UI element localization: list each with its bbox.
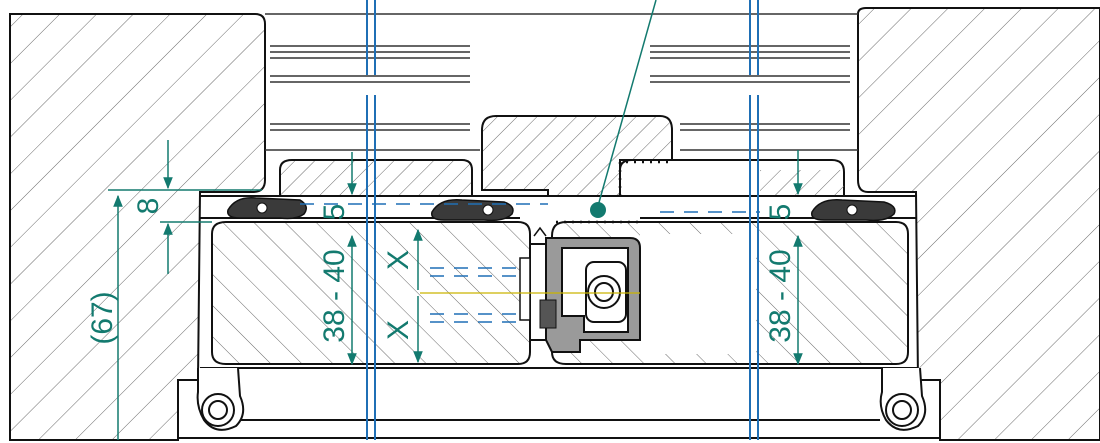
- left-outer-gasket: [227, 197, 307, 220]
- dimension-lines: [108, 140, 803, 440]
- centerlines: [366, 0, 759, 440]
- dim-left-thickness: 38 - 40: [318, 249, 351, 342]
- center-hinge-mechanism: [519, 226, 641, 353]
- hinge-left: [196, 367, 245, 431]
- dim-left-x-upper: X: [382, 250, 415, 270]
- frame-face-lines: [265, 13, 858, 151]
- dim-right-thickness: 38 - 40: [764, 249, 797, 342]
- dim-top-gap: 8: [132, 198, 165, 215]
- leader: [590, 0, 657, 218]
- dim-right-reveal: 5: [764, 204, 797, 221]
- left-frame-section: [9, 13, 266, 441]
- hidden-lines: [300, 203, 760, 323]
- dotted-chain: [556, 160, 672, 224]
- hinge-right: [879, 367, 927, 431]
- right-frame-section: [857, 7, 1100, 441]
- right-outer-gasket: [811, 199, 896, 222]
- left-inner-gasket: [431, 199, 514, 222]
- dim-left-reveal: 5: [318, 204, 351, 221]
- frame-rail: [200, 195, 916, 219]
- dim-left-x-lower: X: [382, 320, 415, 340]
- dim-overall: (67): [86, 291, 119, 344]
- right-upper-plate: [619, 159, 845, 197]
- left-door-leaf: [211, 221, 531, 365]
- bottom-edge-lines: [178, 367, 940, 439]
- leader-dot-icon: [590, 202, 606, 218]
